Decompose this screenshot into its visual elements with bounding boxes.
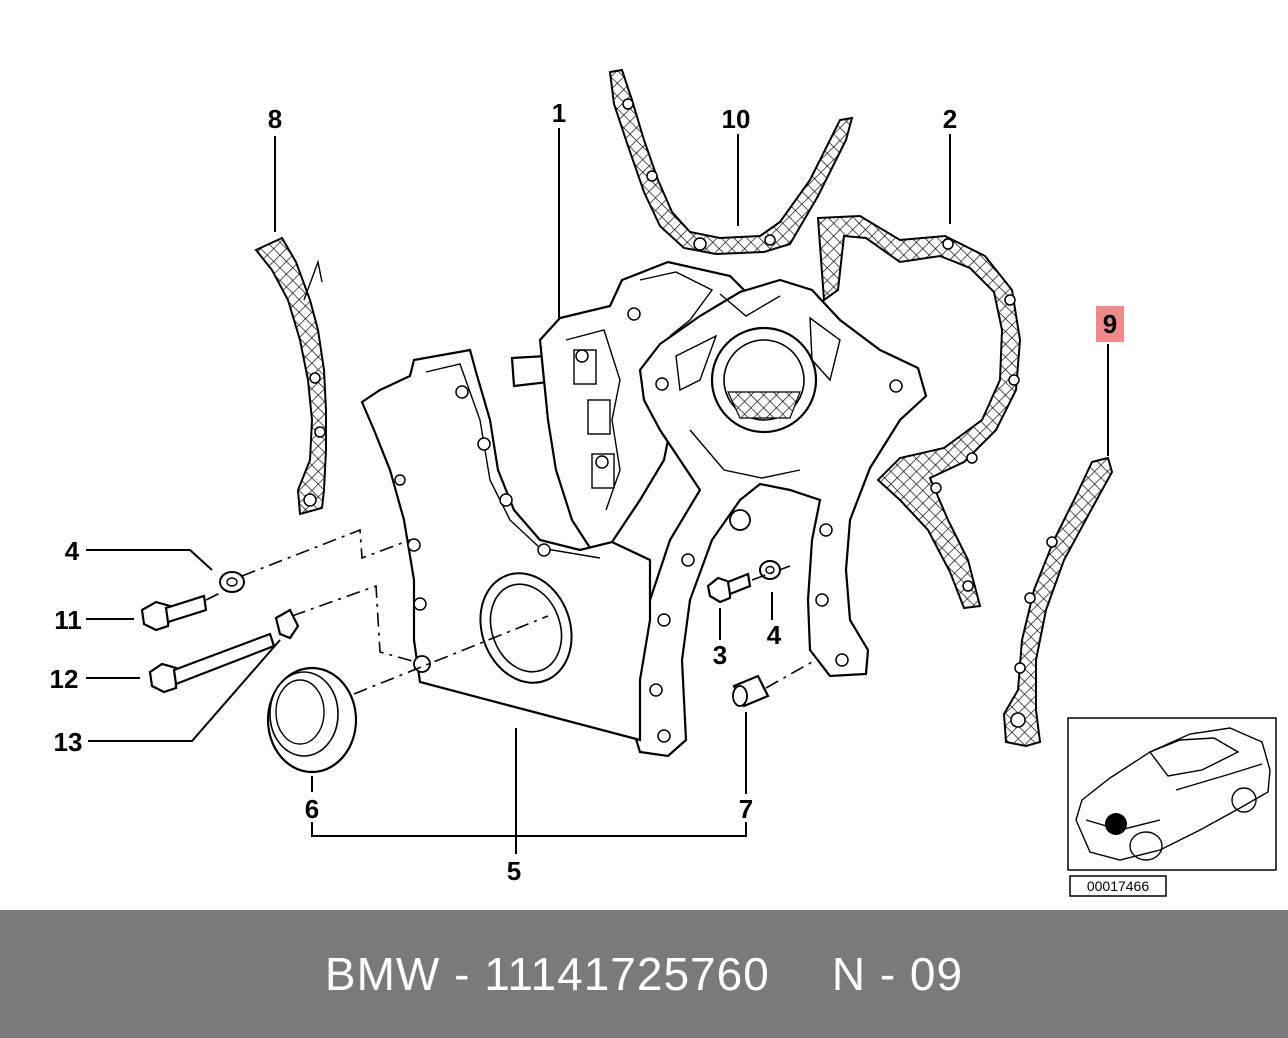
exploded-parts-diagram: 1 2 3 4 4 5 6 7 8 9 10 11 12 13 00017466 [50, 68, 1277, 897]
leader-lines [86, 128, 1109, 854]
callout-4-right: 4 [767, 620, 782, 650]
bolt-part-11 [140, 594, 208, 632]
highlight-marker-9 [1096, 306, 1124, 342]
callout-6: 6 [305, 794, 319, 824]
callout-13: 13 [54, 727, 83, 757]
callout-4-left: 4 [65, 536, 80, 566]
part-number-footer: BMW - 11141725760 N - 09 [0, 910, 1288, 1038]
callout-12: 12 [50, 664, 79, 694]
gasket-part-2 [816, 214, 1022, 610]
callout-1: 1 [552, 98, 566, 128]
reference-image-number: 00017466 [1087, 878, 1150, 894]
part-number-label: BMW - 11141725760 [324, 948, 770, 1000]
assembly-lines [205, 528, 813, 695]
bolt-part-3 [706, 572, 752, 604]
gasket-part-10 [608, 68, 854, 256]
dowel-sleeve-part-7 [732, 674, 770, 708]
front-housing-assembly [628, 278, 928, 758]
reference-car-thumbnail: 00017466 [1067, 717, 1277, 897]
washer-part-4-left [219, 571, 245, 593]
shaft-seal-part-6 [266, 666, 358, 774]
gasket-part-9 [1002, 456, 1114, 748]
callout-7: 7 [739, 794, 753, 824]
callout-8: 8 [268, 104, 282, 134]
seal-ring-part-13 [274, 608, 300, 640]
diagram-page-label: N - 09 [831, 948, 964, 1000]
callout-2: 2 [943, 104, 957, 134]
callout-10: 10 [722, 104, 751, 134]
callout-3: 3 [713, 640, 727, 670]
location-marker [1105, 813, 1127, 835]
callout-11: 11 [54, 605, 82, 635]
lower-timing-cover-part-5 [360, 348, 652, 742]
callout-9: 9 [1103, 309, 1117, 339]
callout-5: 5 [507, 856, 521, 886]
gasket-part-8 [254, 236, 327, 516]
bolt-part-12 [148, 632, 276, 694]
